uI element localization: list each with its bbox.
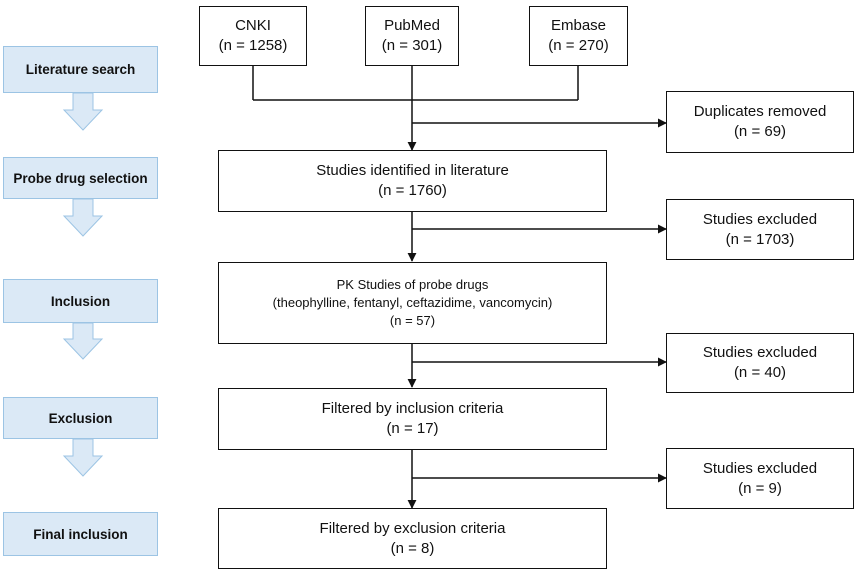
source-name: CNKI bbox=[235, 17, 271, 35]
source-cnki: CNKI (n = 1258) bbox=[199, 6, 307, 66]
exclusion-label: Studies excluded bbox=[702, 459, 818, 477]
exclusion-label: Duplicates removed bbox=[693, 103, 827, 121]
source-pubmed: PubMed (n = 301) bbox=[365, 6, 459, 66]
step-pk-studies: PK Studies of probe drugs (theophylline,… bbox=[218, 262, 607, 344]
exclusion-9: Studies excluded (n = 9) bbox=[666, 448, 854, 509]
stage-probe-drug-selection: Probe drug selection bbox=[3, 157, 158, 199]
stage-final-inclusion: Final inclusion bbox=[3, 512, 158, 556]
stage-literature-search: Literature search bbox=[3, 46, 158, 93]
stage-inclusion: Inclusion bbox=[3, 279, 158, 323]
step-title: Filtered by exclusion criteria bbox=[319, 519, 506, 537]
source-name: PubMed bbox=[384, 17, 440, 35]
step-count: (n = 1760) bbox=[378, 182, 447, 199]
step-title: Studies identified in literature bbox=[316, 162, 509, 180]
stage-down-arrow-icon bbox=[62, 322, 104, 360]
source-count: (n = 1258) bbox=[218, 37, 288, 54]
exclusion-label: Studies excluded bbox=[702, 344, 818, 362]
step-count: (n = 17) bbox=[386, 420, 439, 437]
exclusion-40: Studies excluded (n = 40) bbox=[666, 333, 854, 393]
stage-down-arrow-icon bbox=[62, 198, 104, 237]
exclusion-label: Studies excluded bbox=[702, 210, 818, 228]
source-name: Embase bbox=[550, 17, 607, 35]
step-count: (n = 57) bbox=[389, 312, 436, 328]
stage-down-arrow-icon bbox=[62, 438, 104, 477]
source-embase: Embase (n = 270) bbox=[529, 6, 628, 66]
exclusion-1703: Studies excluded (n = 1703) bbox=[666, 199, 854, 260]
step-inclusion-filter: Filtered by inclusion criteria (n = 17) bbox=[218, 388, 607, 450]
stage-exclusion: Exclusion bbox=[3, 397, 158, 439]
exclusion-count: (n = 9) bbox=[738, 479, 782, 497]
source-count: (n = 301) bbox=[381, 37, 443, 54]
step-subtitle: (theophylline, fentanyl, ceftazidime, va… bbox=[272, 295, 553, 311]
stage-down-arrow-icon bbox=[62, 92, 104, 131]
exclusion-count: (n = 40) bbox=[733, 364, 787, 381]
exclusion-duplicates: Duplicates removed (n = 69) bbox=[666, 91, 854, 153]
source-count: (n = 270) bbox=[548, 37, 609, 54]
step-exclusion-filter: Filtered by exclusion criteria (n = 8) bbox=[218, 508, 607, 569]
step-title: Filtered by inclusion criteria bbox=[321, 400, 504, 418]
step-title: PK Studies of probe drugs bbox=[336, 277, 489, 293]
exclusion-count: (n = 1703) bbox=[725, 230, 795, 248]
exclusion-count: (n = 69) bbox=[733, 123, 787, 140]
step-count: (n = 8) bbox=[390, 539, 435, 557]
step-studies-identified: Studies identified in literature (n = 17… bbox=[218, 150, 607, 212]
